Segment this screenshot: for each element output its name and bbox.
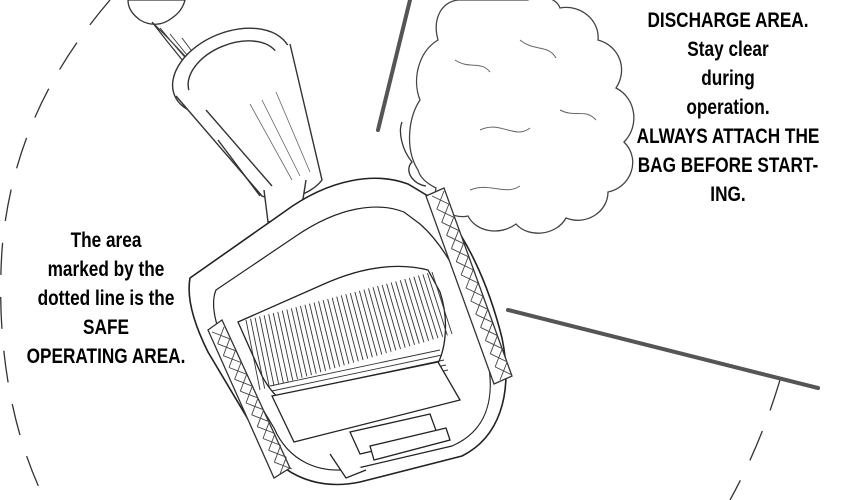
discharge-caption-line: BAG BEFORE START-	[633, 151, 823, 180]
safe-area-caption-line: SAFE	[19, 313, 193, 342]
discharge-caption-line: operation.	[633, 93, 823, 122]
safe-area-caption-line: marked by the	[19, 255, 193, 284]
safe-area-caption-line: OPERATING AREA.	[19, 342, 193, 371]
discharge-caption-line: during	[633, 64, 823, 93]
discharge-area-caption: DISCHARGE AREA. Stay clear during operat…	[633, 6, 823, 209]
safe-area-caption-line: The area	[19, 226, 193, 255]
discharge-caption-line: ING.	[633, 180, 823, 209]
discharge-caption-line: ALWAYS ATTACH THE	[633, 122, 823, 151]
operator-arm	[128, 0, 185, 24]
safe-area-caption: The area marked by the dotted line is th…	[19, 226, 193, 371]
discharge-caption-line: DISCHARGE AREA.	[633, 6, 823, 35]
discharge-caption-line: Stay clear	[633, 35, 823, 64]
safe-area-caption-line: dotted line is the	[19, 284, 193, 313]
hopper-funnel	[160, 12, 322, 222]
